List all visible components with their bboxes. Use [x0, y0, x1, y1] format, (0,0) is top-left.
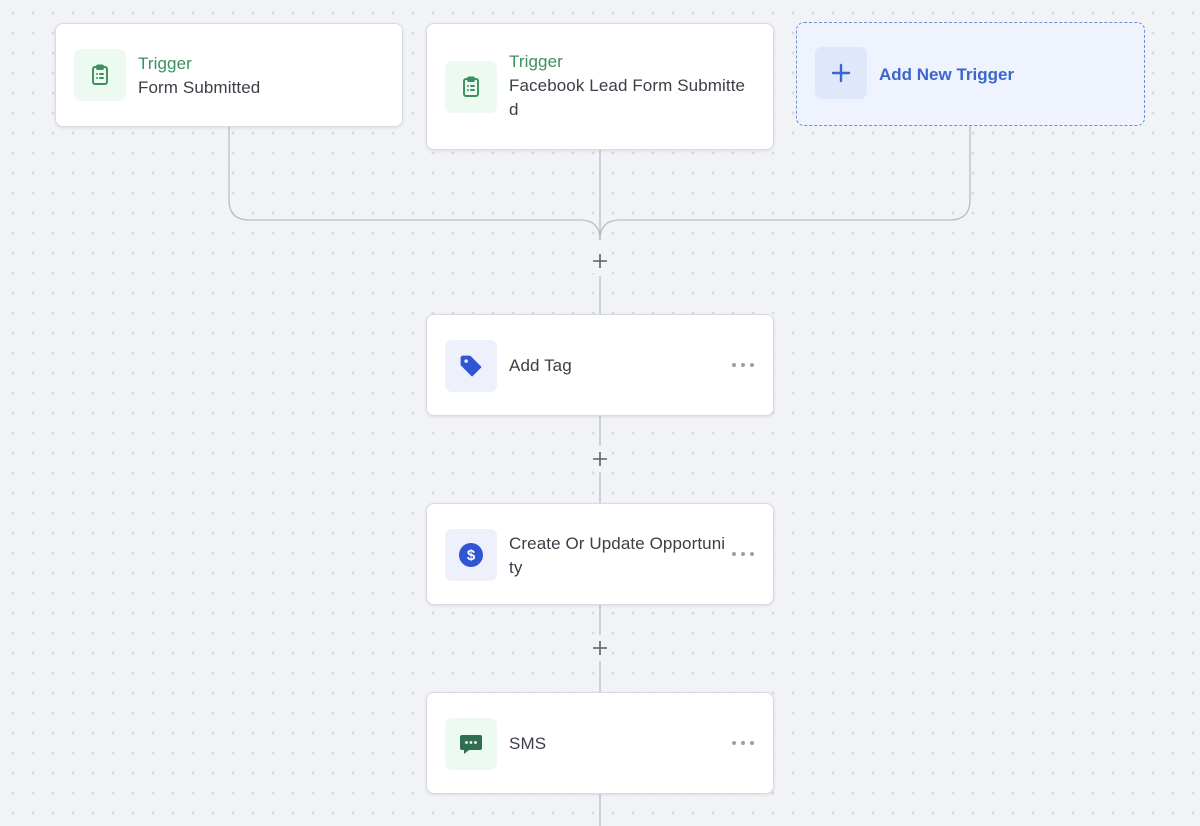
add-step-button[interactable]	[588, 249, 612, 273]
add-trigger-icon-box	[815, 47, 867, 99]
trigger-name: Facebook Lead Form Submitted	[509, 76, 746, 119]
trigger-node-facebook-lead-form[interactable]: Trigger Facebook Lead Form Submitted	[426, 23, 774, 150]
svg-text:$: $	[467, 547, 476, 564]
action-name: SMS	[509, 734, 547, 753]
dollar-icon: $	[459, 543, 483, 567]
clipboard-icon	[463, 76, 479, 97]
dot-icon	[732, 363, 736, 367]
trigger-icon-box	[74, 49, 126, 101]
dot-icon	[750, 741, 754, 745]
action-node-sms[interactable]: SMS	[426, 692, 774, 794]
trigger-label: Trigger	[509, 52, 563, 71]
plus-icon	[831, 63, 851, 83]
tag-icon	[460, 355, 482, 377]
connector-trigger-1	[228, 127, 601, 241]
action-node-add-tag[interactable]: Add Tag	[426, 314, 774, 416]
connector-add-trigger	[599, 126, 971, 241]
dot-icon	[732, 552, 736, 556]
trigger-label: Trigger	[138, 54, 192, 73]
action-name: Create Or Update Opportunity	[509, 534, 726, 577]
add-step-button[interactable]	[588, 636, 612, 660]
add-step-button[interactable]	[588, 447, 612, 471]
dot-icon	[732, 741, 736, 745]
add-new-trigger-button[interactable]: Add New Trigger	[796, 22, 1145, 126]
action-icon-box	[445, 340, 497, 392]
plus-icon	[593, 452, 607, 466]
plus-icon	[593, 254, 607, 268]
action-icon-box: $	[445, 529, 497, 581]
dot-icon	[750, 363, 754, 367]
chat-message-icon	[460, 735, 482, 754]
trigger-icon-box	[445, 61, 497, 113]
action-icon-box	[445, 718, 497, 770]
dot-icon	[741, 552, 745, 556]
dot-icon	[741, 741, 745, 745]
dot-icon	[750, 552, 754, 556]
action-name: Add Tag	[509, 356, 572, 375]
clipboard-icon	[92, 64, 108, 85]
action-node-create-update-opportunity[interactable]: $ Create Or Update Opportunity	[426, 503, 774, 605]
dot-icon	[741, 363, 745, 367]
add-new-trigger-label: Add New Trigger	[879, 65, 1015, 84]
node-menu-button[interactable]	[732, 358, 754, 372]
node-menu-button[interactable]	[732, 736, 754, 750]
node-menu-button[interactable]	[732, 547, 754, 561]
trigger-name: Form Submitted	[138, 78, 261, 97]
trigger-node-form-submitted[interactable]: Trigger Form Submitted	[55, 23, 403, 127]
plus-icon	[593, 641, 607, 655]
